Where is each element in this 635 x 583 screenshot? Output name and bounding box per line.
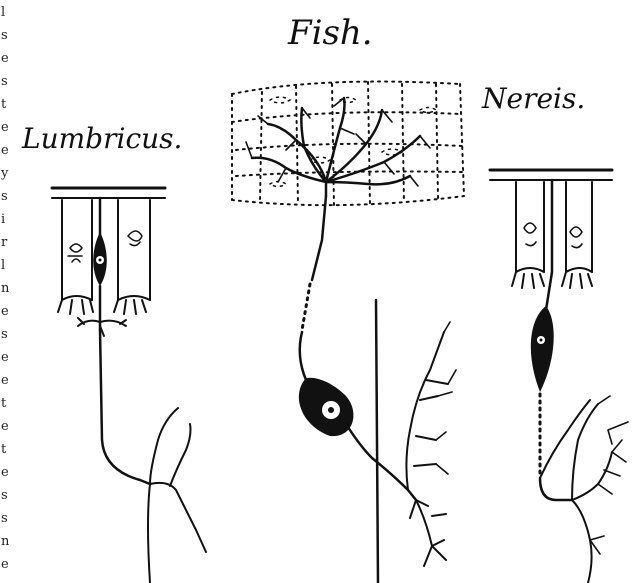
margin-letter: n (1, 534, 10, 549)
margin-letter: r (1, 235, 8, 250)
fish-diagram (232, 82, 464, 583)
nereis-sensory-neuron (531, 180, 628, 583)
margin-letter: e (1, 350, 9, 365)
margin-letter: s (1, 189, 8, 204)
margin-letter: e (1, 373, 9, 388)
lumbricus-diagram (52, 188, 206, 583)
margin-letter: l (1, 258, 5, 273)
margin-letter: e (1, 557, 9, 572)
margin-letter: e (1, 51, 9, 66)
lumbricus-label: Lumbricus. (21, 122, 182, 155)
margin-letter: e (1, 465, 9, 480)
margin-letter: s (1, 488, 8, 503)
lumbricus-sensory-neuron (78, 198, 206, 583)
lumbricus-cuticle (52, 188, 165, 198)
margin-letter: n (1, 281, 10, 296)
nereis-label: Nereis. (481, 82, 585, 115)
margin-letter: s (1, 28, 8, 43)
fish-bipolar-neuron (299, 196, 456, 583)
nereis-diagram (490, 170, 628, 583)
margin-letter: e (1, 419, 9, 434)
margin-letter: t (1, 396, 7, 411)
margin-letter: s (1, 327, 8, 342)
margin-letter: e (1, 143, 9, 158)
margin-letter: e (1, 304, 9, 319)
margin-letter: t (1, 442, 7, 457)
margin-letter: s (1, 511, 8, 526)
margin-letter: e (1, 120, 9, 135)
margin-letter: t (1, 97, 7, 112)
fish-epithelium-cells (232, 82, 464, 206)
margin-letter: y (0, 166, 9, 181)
margin-letter: i (1, 212, 5, 227)
fish-label: Fish. (287, 13, 373, 53)
margin-letter: s (1, 74, 8, 89)
nereis-cuticle (490, 170, 612, 180)
margin-letter: l (1, 5, 5, 20)
